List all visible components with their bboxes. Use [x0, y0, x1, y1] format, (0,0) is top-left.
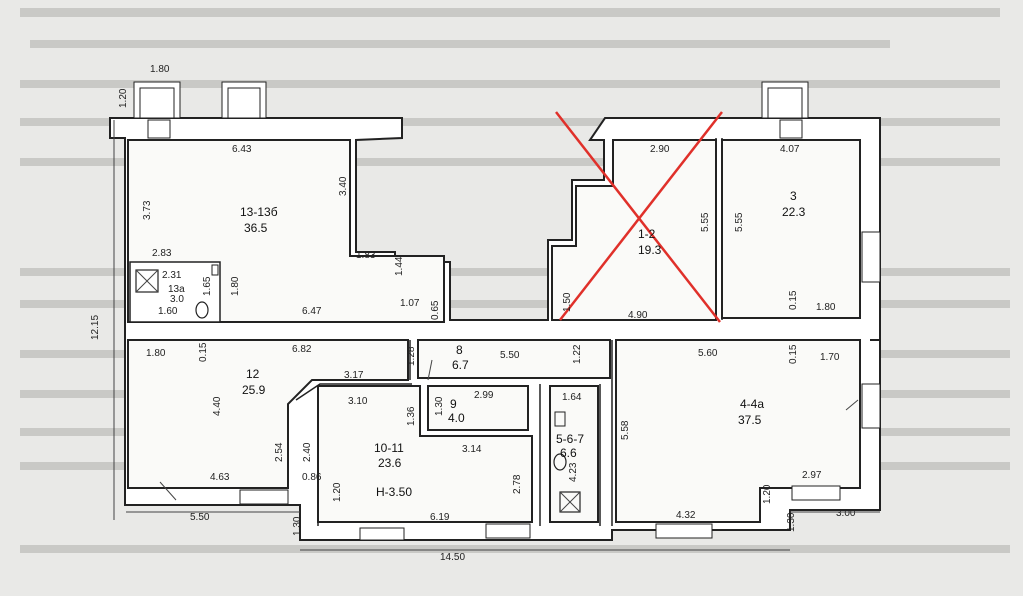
room-3-label: 3: [790, 189, 797, 203]
room-3-area: 22.3: [782, 205, 806, 219]
room-10-11-area: 23.6: [378, 456, 402, 470]
top-windows: [133, 81, 809, 139]
dim-label: 1.36: [406, 406, 417, 426]
room-1-2-label: 1-2: [638, 227, 656, 241]
bathroom-13a: [129, 261, 221, 323]
red-cross: [555, 111, 723, 323]
room-floors: [127, 139, 861, 523]
dim-label: 0.86: [302, 472, 322, 483]
dim-label: 6.19: [430, 512, 450, 523]
dim-label: 5.58: [620, 420, 631, 440]
ceiling-height-label: Н-3.50: [376, 485, 412, 499]
dim-label: 3.10: [348, 396, 368, 407]
room-13-13b-area: 36.5: [244, 221, 268, 235]
room-12-area: 25.9: [242, 383, 266, 397]
dim-label: 5.50: [500, 350, 520, 361]
room-5-6-7-area: 6.6: [560, 446, 577, 460]
dim-label: 0.15: [198, 342, 209, 362]
dim-label: 14.50: [440, 552, 465, 563]
dim-label: 6.43: [232, 144, 252, 155]
dim-label: 1.64: [562, 392, 582, 403]
dim-label: 4.23: [568, 462, 579, 482]
dim-label: 1.60: [158, 306, 178, 317]
dim-label: 2.40: [302, 442, 313, 462]
dimension-labels: 1.80 1.20 6.43 3.73 3.40 2.83 2.31 1.65 …: [90, 64, 856, 563]
room-labels: 13-13б 36.5 1-2 19.3 3 22.3 13а 3.0 12 2…: [168, 189, 806, 499]
dim-label: 1.80: [230, 276, 241, 296]
dim-label: 3.73: [142, 200, 153, 220]
dim-label: 1.20: [118, 88, 129, 108]
room-4-4a-area: 37.5: [738, 413, 762, 427]
room-12-label: 12: [246, 367, 260, 381]
room-1-2-area: 19.3: [638, 243, 662, 257]
dim-label: 1.30: [292, 516, 303, 536]
room-10-11-label: 10-11: [374, 441, 404, 455]
dim-label: 1.83: [356, 250, 376, 261]
room-9-label: 9: [450, 397, 457, 411]
dim-label: 1.28: [406, 346, 417, 366]
dim-label: 4.63: [210, 472, 230, 483]
room-8-area: 6.7: [452, 358, 469, 372]
dim-label: 5.50: [190, 512, 210, 523]
room-8-label: 8: [456, 343, 463, 357]
dim-label: 4.07: [780, 144, 800, 155]
room-5-6-7-label: 5-6-7: [556, 432, 584, 446]
dim-label: 1.80: [816, 302, 836, 313]
dim-label: 2.97: [802, 470, 822, 481]
dim-label: 2.90: [650, 144, 670, 155]
dim-label: 2.83: [152, 248, 172, 259]
dim-label: 3.17: [344, 370, 364, 381]
room-13-13b-label: 13-13б: [240, 205, 278, 219]
dim-label: 1.70: [820, 352, 840, 363]
dim-label: 2.54: [274, 442, 285, 462]
dim-label: 4.40: [212, 396, 223, 416]
room-4-4a-label: 4-4а: [740, 397, 764, 411]
dim-label: 1.50: [562, 292, 573, 312]
dim-label: 1.22: [572, 344, 583, 364]
dim-label: 2.78: [512, 474, 523, 494]
dim-label: 4.32: [676, 510, 696, 521]
interior-partitions: [159, 138, 859, 526]
dim-label: 2.99: [474, 390, 494, 401]
dim-label: 0.15: [788, 290, 799, 310]
bathroom-567: [553, 411, 581, 513]
dim-label: 4.90: [628, 310, 648, 321]
bottom-windows: [239, 231, 881, 541]
dim-label: 5.55: [734, 212, 745, 232]
dim-label: 0.65: [430, 300, 441, 320]
dim-label: 1.20: [332, 482, 343, 502]
dim-label: 6.82: [292, 344, 312, 355]
dim-label: 1.20: [762, 484, 773, 504]
dim-label: 5.60: [698, 348, 718, 359]
dimension-lines: [113, 120, 880, 551]
dim-label: 1.80: [146, 348, 166, 359]
room-13a-label: 13а: [168, 284, 185, 295]
dim-label: 2.31: [162, 270, 182, 281]
dim-label: 3.00: [836, 508, 856, 519]
dim-label: 1.30: [434, 396, 445, 416]
dim-label: 1.44: [394, 256, 405, 276]
dim-label: 5.55: [700, 212, 711, 232]
room-9-area: 4.0: [448, 411, 465, 425]
dim-label: 12.15: [90, 315, 101, 340]
dim-label: 1.30: [786, 512, 797, 532]
dim-label: 0.15: [788, 344, 799, 364]
dim-label: 1.07: [400, 298, 420, 309]
dim-label: 1.65: [202, 276, 213, 296]
room-13a-area: 3.0: [170, 294, 184, 305]
dim-label: 1.80: [150, 64, 170, 75]
dim-label: 6.47: [302, 306, 322, 317]
dim-label: 3.40: [338, 176, 349, 196]
dim-label: 3.14: [462, 444, 482, 455]
